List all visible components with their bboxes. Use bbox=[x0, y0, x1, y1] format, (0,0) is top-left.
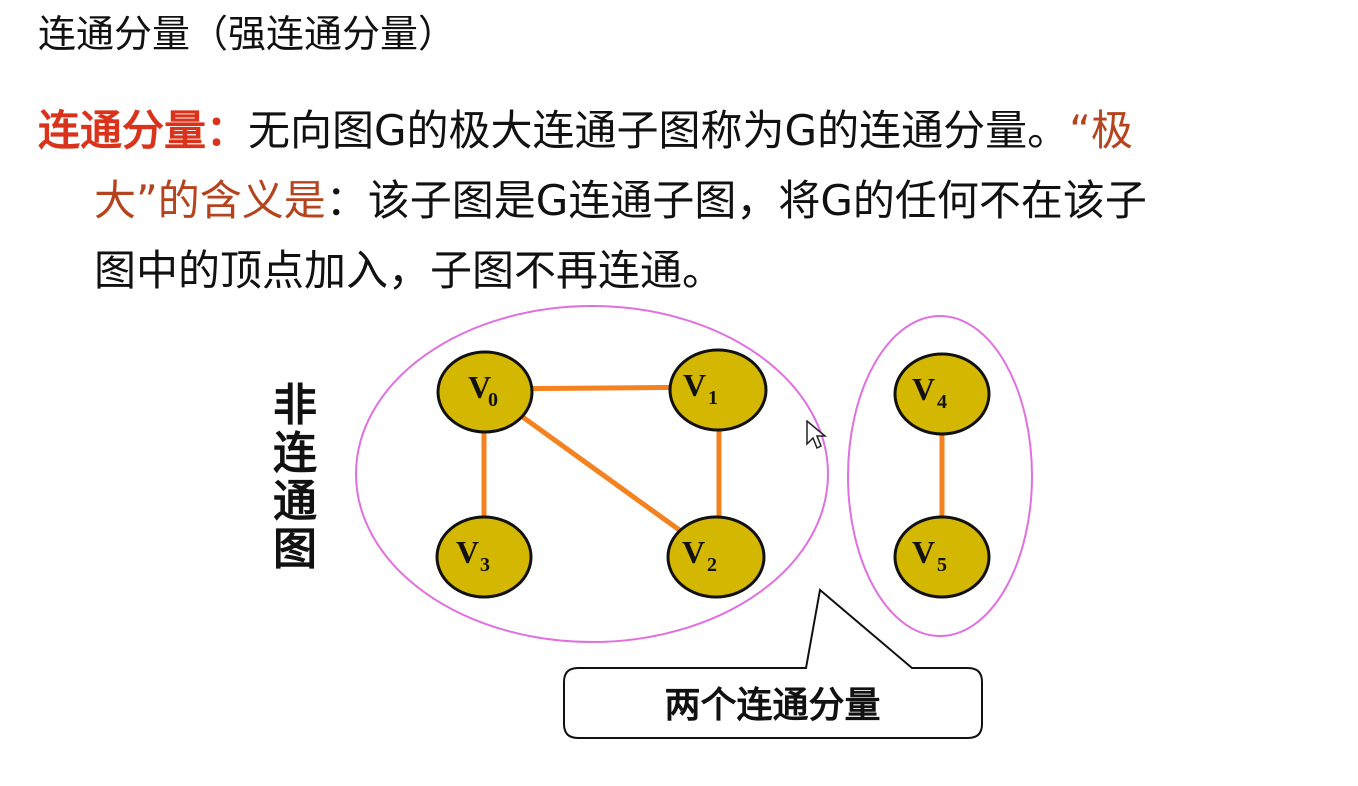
node-v5: V 5 bbox=[893, 515, 991, 599]
quote-part-2: 大”的含义是 bbox=[94, 176, 326, 225]
callout-box bbox=[563, 588, 983, 739]
node-v1: V 1 bbox=[668, 348, 768, 432]
side-label-char: 连 bbox=[273, 428, 317, 479]
non-connected-graph-label: 非 连 通 图 bbox=[268, 382, 322, 574]
node-v3: V 3 bbox=[435, 515, 533, 599]
component-outline-2 bbox=[847, 315, 1033, 637]
side-label-char: 非 bbox=[273, 380, 317, 431]
node-v5-letter: V bbox=[912, 534, 935, 570]
node-v5-subscript: 5 bbox=[937, 554, 947, 576]
callout-label: 两个连通分量 bbox=[664, 684, 881, 726]
node-v0-letter: V bbox=[468, 369, 491, 405]
node-v1-subscript: 1 bbox=[708, 387, 718, 409]
side-label-char: 通 bbox=[273, 476, 317, 527]
side-label-char: 图 bbox=[273, 524, 317, 575]
node-v1-letter: V bbox=[683, 367, 706, 403]
definition-line-3: 图中的顶点加入，子图不再连通。 bbox=[38, 236, 1328, 306]
edge-v0-v2 bbox=[486, 389, 716, 558]
definition-colon: ： bbox=[325, 176, 368, 225]
node-v0: V 0 bbox=[436, 350, 534, 434]
definition-line-1: 连通分量：无向图G的极大连通子图称为G的连通分量。“极 bbox=[38, 96, 1328, 166]
definition-line-2: 大”的含义是：该子图是G连通子图，将G的任何不在该子 bbox=[38, 166, 1328, 236]
mouse-cursor-icon bbox=[806, 420, 828, 450]
node-v2-letter: V bbox=[682, 534, 705, 570]
definition-text-3: 图中的顶点加入，子图不再连通。 bbox=[94, 246, 725, 295]
page-title: 连通分量（强连通分量） bbox=[38, 12, 457, 56]
definition-text-2: 该子图是G连通子图，将G的任何不在该子 bbox=[367, 176, 1147, 225]
definition-paragraph: 连通分量：无向图G的极大连通子图称为G的连通分量。“极 大”的含义是：该子图是G… bbox=[38, 96, 1328, 306]
node-v0-subscript: 0 bbox=[488, 389, 498, 411]
definition-text-1: 无向图G的极大连通子图称为G的连通分量。 bbox=[248, 106, 1070, 155]
node-v3-letter: V bbox=[456, 534, 479, 570]
node-v2: V 2 bbox=[666, 515, 766, 599]
node-v3-subscript: 3 bbox=[480, 554, 490, 576]
node-v4: V 4 bbox=[893, 352, 991, 436]
quote-part-1: “极 bbox=[1069, 106, 1133, 155]
node-v4-letter: V bbox=[912, 371, 935, 407]
definition-term: 连通分量： bbox=[38, 106, 249, 155]
component-outline-1 bbox=[355, 305, 829, 643]
node-v2-subscript: 2 bbox=[707, 554, 717, 576]
node-v4-subscript: 4 bbox=[937, 391, 947, 413]
